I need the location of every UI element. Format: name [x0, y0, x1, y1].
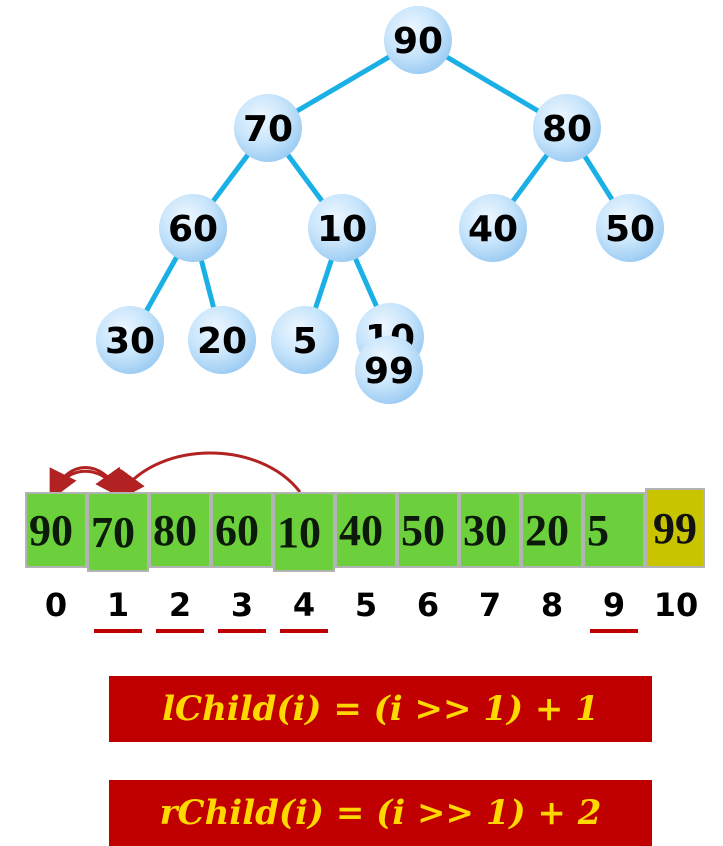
node-bubble [533, 94, 601, 162]
array-cell-8: 20 [521, 492, 583, 568]
tree-node-n60: 60 [159, 194, 227, 262]
tree-node-n70: 70 [234, 94, 302, 162]
tree-node-n40: 40 [459, 194, 527, 262]
array-cell-6: 50 [397, 492, 459, 568]
array-cell-7: 30 [459, 492, 521, 568]
tree-node-n20: 20 [188, 306, 256, 374]
heap-tree: 90708060104050302051099 [96, 6, 664, 404]
node-bubble [596, 194, 664, 262]
tree-edges [127, 37, 633, 343]
node-bubble [159, 194, 227, 262]
node-label: 60 [168, 209, 218, 250]
index-underline-2 [156, 629, 204, 633]
node-bubble [459, 194, 527, 262]
index-underline-9 [590, 629, 638, 633]
tree-node-n50: 50 [596, 194, 664, 262]
node-label: 5 [292, 321, 317, 362]
array-index-1: 1 [106, 586, 130, 624]
node-bubble [355, 336, 423, 404]
tree-node-n80: 80 [533, 94, 601, 162]
array-cell-2: 80 [149, 492, 211, 568]
array-index-5: 5 [354, 586, 378, 624]
array-index-10: 10 [653, 586, 699, 624]
tree-node-n5: 5 [271, 306, 339, 374]
array-index-0: 0 [44, 586, 68, 624]
array-index-9: 9 [602, 586, 626, 624]
array-index-7: 7 [478, 586, 502, 624]
node-bubble [188, 306, 256, 374]
rchild-formula: rChild(i) = (i >> 1) + 2 [109, 780, 652, 846]
node-label: 70 [243, 109, 293, 150]
array-cell-1: 70 [87, 492, 149, 572]
array-cell-0: 90 [25, 492, 87, 568]
arrow-0-to-1 [53, 466, 126, 500]
tree-node-n90: 90 [384, 6, 452, 74]
arrow-4-to-1 [114, 451, 302, 500]
node-label: 10 [317, 209, 367, 250]
node-label: 90 [393, 21, 443, 62]
tree-node-n10a: 10 [308, 194, 376, 262]
array-index-8: 8 [540, 586, 564, 624]
array-index-2: 2 [168, 586, 192, 624]
tree-nodes: 90708060104050302051099 [96, 6, 664, 404]
node-label: 30 [105, 321, 155, 362]
lchild-formula: lChild(i) = (i >> 1) + 1 [109, 676, 652, 742]
array-cell-4: 10 [273, 492, 335, 572]
tree-node-n99: 99 [355, 336, 423, 404]
array-cell-9: 5 [583, 492, 645, 568]
index-underline-1 [94, 629, 142, 633]
array-index-6: 6 [416, 586, 440, 624]
array-cell-10: 99 [645, 488, 705, 568]
node-label: 99 [364, 351, 414, 392]
node-bubble [271, 306, 339, 374]
index-underline-3 [218, 629, 266, 633]
array-index-4: 4 [292, 586, 316, 624]
node-label: 20 [197, 321, 247, 362]
node-label: 80 [542, 109, 592, 150]
node-label: 40 [468, 209, 518, 250]
node-label: 50 [605, 209, 655, 250]
node-bubble [308, 194, 376, 262]
array-index-3: 3 [230, 586, 254, 624]
swap-arrows [49, 451, 302, 500]
array-cell-5: 40 [335, 492, 397, 568]
node-bubble [234, 94, 302, 162]
node-bubble [384, 6, 452, 74]
array-cell-3: 60 [211, 492, 273, 568]
tree-node-n30: 30 [96, 306, 164, 374]
index-underline-4 [280, 629, 328, 633]
node-bubble [96, 306, 164, 374]
